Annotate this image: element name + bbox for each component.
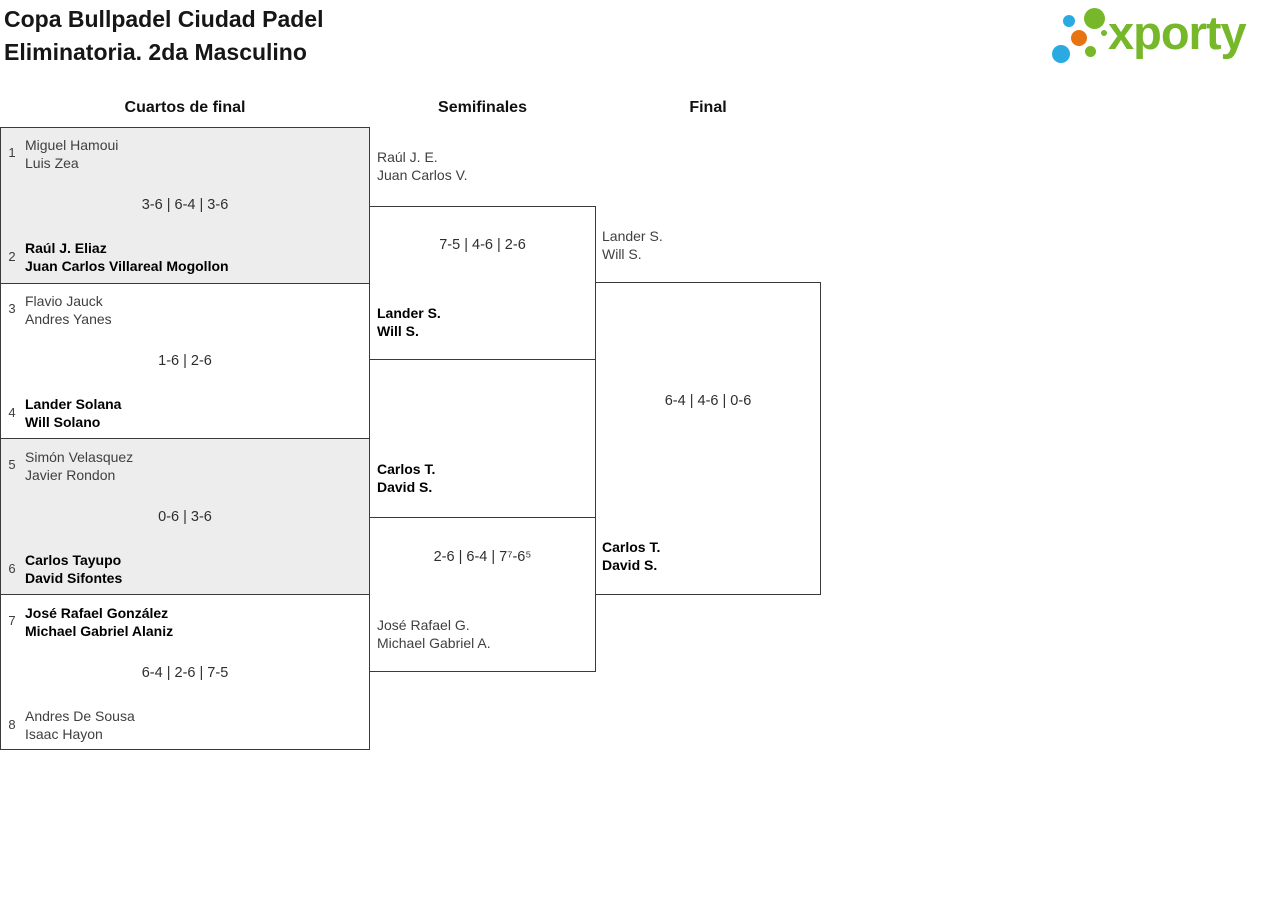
player-name: Michael Gabriel A. (377, 635, 491, 651)
player-name: David S. (377, 479, 433, 495)
sf2-score: 2-6 | 6-4 | 7⁷-6⁵ (433, 549, 532, 565)
logo-wordmark: xporty (1108, 6, 1247, 59)
logo-dot-tiny-green (1101, 30, 1107, 36)
final-team-bottom[interactable]: Carlos T. David S. (602, 538, 660, 574)
qf4-team-top[interactable]: José Rafael González Michael Gabriel Ala… (25, 604, 173, 640)
final-match-box (595, 282, 821, 595)
quarterfinal-match-3-box (1, 439, 369, 595)
qf3-seed-bottom: 6 (8, 561, 16, 576)
logo-dot-big-green (1084, 8, 1105, 29)
page-title-line2: Eliminatoria. 2da Masculino (4, 39, 307, 65)
player-name: Juan Carlos Villareal Mogollon (25, 258, 229, 274)
player-name: Andres De Sousa (25, 708, 135, 724)
qf2-seed-bottom: 4 (8, 405, 16, 420)
logo-dot-orange (1071, 30, 1087, 46)
qf4-seed-top: 7 (8, 613, 16, 628)
qf4-seed-bottom: 8 (8, 717, 16, 732)
player-name: Will S. (602, 246, 642, 262)
round-header-quarterfinals: Cuartos de final (124, 99, 246, 116)
player-name: Juan Carlos V. (377, 167, 468, 183)
qf4-score: 6-4 | 2-6 | 7-5 (141, 665, 229, 681)
logo-dot-big-blue (1052, 45, 1070, 63)
player-name: Simón Velasquez (25, 449, 134, 465)
player-name: Isaac Hayon (25, 726, 103, 742)
player-name: Javier Rondon (25, 467, 116, 483)
final-team-top[interactable]: Lander S. Will S. (602, 227, 663, 263)
quarterfinals-column (0, 127, 370, 750)
sf1-team-bottom[interactable]: Lander S. Will S. (377, 304, 441, 340)
qf3-team-bottom[interactable]: Carlos Tayupo David Sifontes (25, 551, 122, 587)
qf1-team-top[interactable]: Miguel Hamoui Luis Zea (25, 136, 118, 172)
qf3-seed-top: 5 (8, 457, 16, 472)
sf1-score: 7-5 | 4-6 | 2-6 (439, 237, 526, 253)
xporty-logo[interactable]: xporty (1048, 4, 1274, 68)
quarterfinal-match-1-box (1, 128, 369, 284)
player-name: Carlos T. (377, 461, 436, 477)
player-name: Carlos Tayupo (25, 552, 122, 568)
player-name: Carlos T. (602, 539, 661, 555)
quarterfinal-match-2-box (1, 284, 369, 439)
player-name: Flavio Jauck (25, 293, 103, 309)
round-header-semifinals: Semifinales (438, 99, 527, 116)
player-name: Michael Gabriel Alaniz (25, 623, 174, 639)
player-name: José Rafael G. (377, 617, 470, 633)
qf3-team-top[interactable]: Simón Velasquez Javier Rondon (25, 448, 133, 484)
player-name: Lander S. (377, 305, 441, 321)
qf4-team-bottom[interactable]: Andres De Sousa Isaac Hayon (25, 707, 135, 743)
player-name: Lander S. (602, 228, 663, 244)
player-name: Miguel Hamoui (25, 137, 119, 153)
qf2-team-bottom[interactable]: Lander Solana Will Solano (25, 395, 121, 431)
page-title-line1: Copa Bullpadel Ciudad Padel (4, 6, 324, 32)
sf1-team-top[interactable]: Raúl J. E. Juan Carlos V. (377, 148, 468, 184)
qf2-score: 1-6 | 2-6 (158, 353, 212, 369)
sf2-team-top[interactable]: Carlos T. David S. (377, 460, 435, 496)
qf1-seed-bottom: 2 (8, 249, 16, 264)
player-name: David Sifontes (25, 570, 123, 586)
final-score: 6-4 | 4-6 | 0-6 (664, 393, 752, 409)
qf1-seed-top: 1 (8, 145, 16, 160)
player-name: Lander Solana (25, 396, 122, 412)
qf2-seed-top: 3 (8, 301, 16, 316)
player-name: Raúl J. E. (377, 149, 438, 165)
player-name: Andres Yanes (25, 311, 112, 327)
qf2-team-top[interactable]: Flavio Jauck Andres Yanes (25, 292, 112, 328)
player-name: Raúl J. Eliaz (25, 240, 107, 256)
sf2-team-bottom[interactable]: José Rafael G. Michael Gabriel A. (377, 616, 491, 652)
round-header-final: Final (689, 99, 727, 116)
player-name: Luis Zea (25, 155, 79, 171)
logo-dot-small-green (1085, 46, 1096, 57)
player-name: Will Solano (25, 414, 101, 430)
qf1-team-bottom[interactable]: Raúl J. Eliaz Juan Carlos Villareal Mogo… (25, 239, 229, 275)
player-name: David S. (602, 557, 658, 573)
player-name: Will S. (377, 323, 419, 339)
qf3-score: 0-6 | 3-6 (158, 509, 212, 525)
qf1-score: 3-6 | 6-4 | 3-6 (141, 197, 229, 213)
player-name: José Rafael González (25, 605, 169, 621)
logo-dot-small-blue (1063, 15, 1075, 27)
